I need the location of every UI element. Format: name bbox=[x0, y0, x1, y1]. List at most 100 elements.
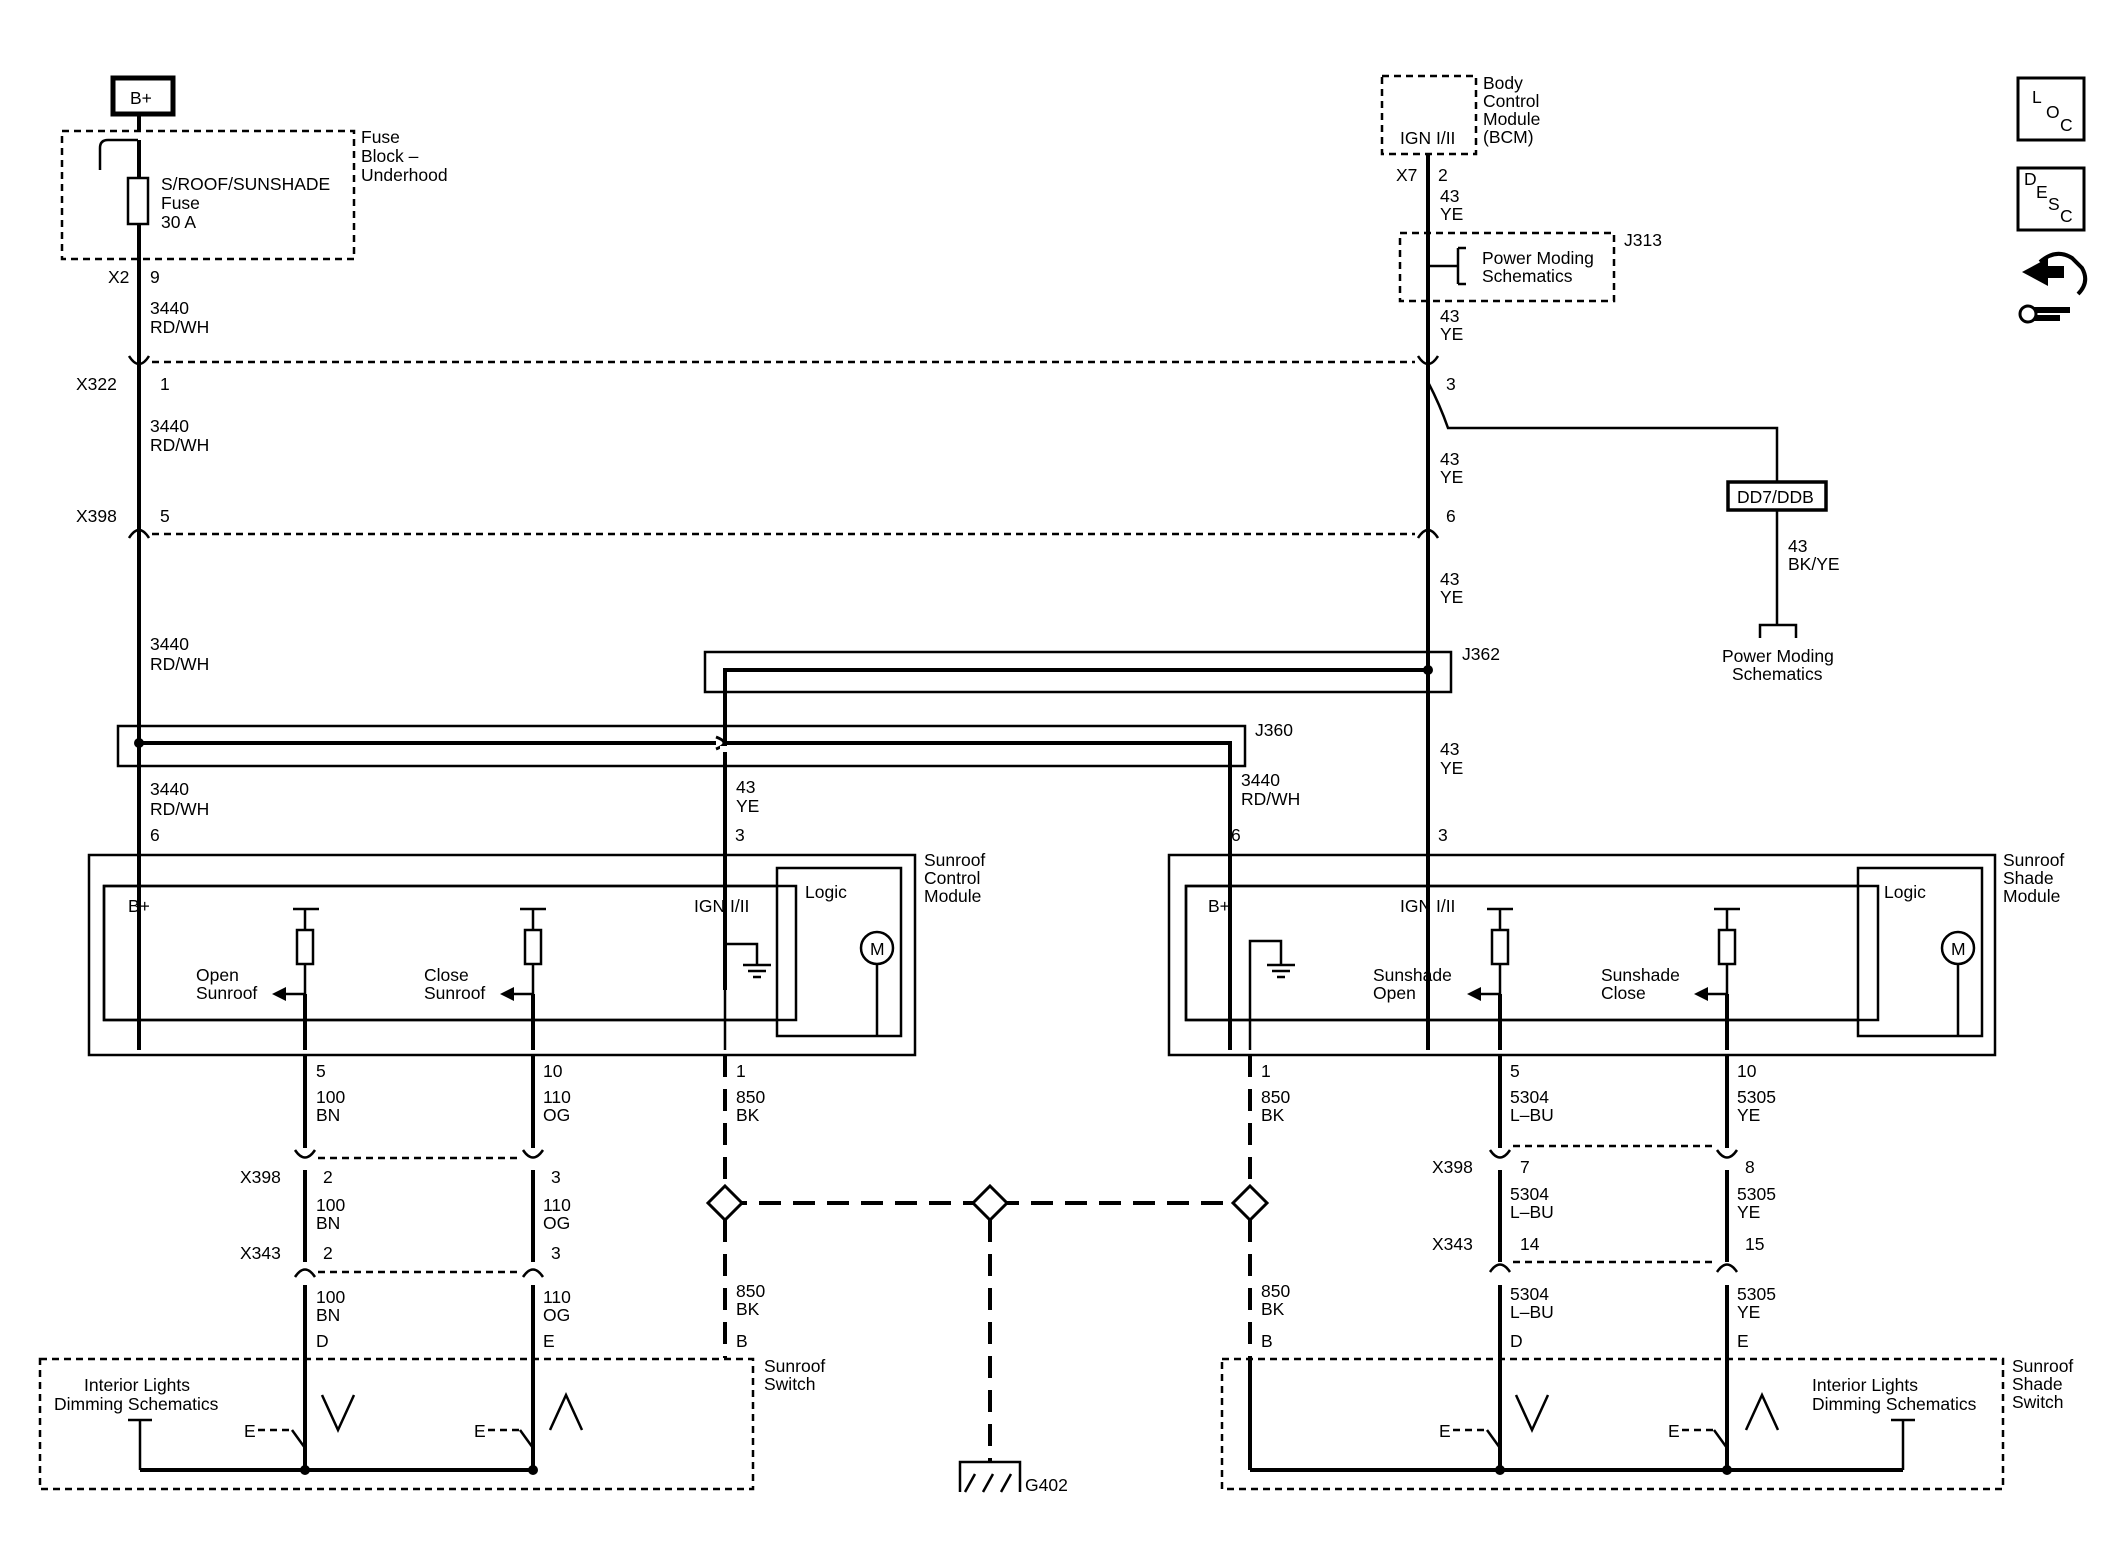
shade-motor-label: M bbox=[1951, 939, 1966, 959]
lower-wiring bbox=[303, 1055, 1729, 1470]
lower-wire-labels-right: 1 850 BK 850 BK B 5 5304 L–BU 5304 L–BU … bbox=[1261, 1061, 1776, 1351]
j313-text-2: Schematics bbox=[1482, 266, 1573, 286]
shade-module-name-1: Sunroof bbox=[2003, 850, 2064, 870]
og-a: OG bbox=[543, 1105, 570, 1125]
shade-switch-pin-b: B bbox=[1261, 1331, 1273, 1351]
wire-3440-a: 3440 bbox=[150, 298, 189, 318]
shade-module-name-3: Module bbox=[2003, 886, 2060, 906]
x398-left-pin-2: 3 bbox=[551, 1167, 561, 1187]
connector-tool-icon[interactable] bbox=[2018, 251, 2088, 324]
wire-labels-right: 43 YE 43 YE 43 YE 43 YE 43 YE bbox=[1440, 186, 1463, 778]
shade-switch-e-1: E bbox=[1439, 1421, 1451, 1441]
x398-pin-left: 5 bbox=[160, 506, 170, 526]
dim-left-1: Interior Lights bbox=[84, 1375, 190, 1395]
fuse-icon bbox=[126, 176, 150, 226]
shade-module-name-2: Shade bbox=[2003, 868, 2054, 888]
sunroof-switch-pin-d: D bbox=[316, 1331, 329, 1351]
loc-letter-2: O bbox=[2046, 102, 2060, 122]
shade-switch-name-1: Sunroof bbox=[2012, 1356, 2073, 1376]
w110-a: 110 bbox=[543, 1087, 571, 1107]
wire-3440-right: 3440 bbox=[1241, 770, 1280, 790]
w850-a: 850 bbox=[736, 1087, 765, 1107]
bcm-name-1: Body bbox=[1483, 73, 1523, 93]
loc-icon[interactable]: L O C bbox=[2016, 76, 2086, 142]
sunroof-control-module: Sunroof Control Module B+ IGN I/II Logic… bbox=[87, 850, 985, 1057]
w100-a: 100 bbox=[316, 1087, 345, 1107]
x322-pin-right: 3 bbox=[1446, 374, 1456, 394]
og-c: OG bbox=[543, 1305, 570, 1325]
w5304-c: 5304 bbox=[1510, 1284, 1549, 1304]
wire-3440-b: 3440 bbox=[150, 416, 189, 436]
w850-b: 850 bbox=[736, 1281, 765, 1301]
dd7-wire-2: BK/YE bbox=[1788, 554, 1840, 574]
shade-chevron-up-icon bbox=[1744, 1391, 1780, 1431]
fuse-block-name-2: Block – bbox=[361, 146, 419, 166]
bcm-signal: IGN I/II bbox=[1400, 128, 1455, 148]
shade-logic: Logic bbox=[1884, 882, 1926, 902]
sunroof-pin-gnd: 1 bbox=[736, 1061, 746, 1081]
shade-switch-pin-e: E bbox=[1737, 1331, 1749, 1351]
fuse-block-underhood: Fuse Block – Underhood S/ROOF/SUNSHADE F… bbox=[60, 127, 448, 287]
x398-left-pin-1: 2 bbox=[323, 1167, 333, 1187]
dd7-ddb-connector: DD7/DDB 43 BK/YE Power Moding Schematics bbox=[1722, 480, 1840, 684]
j360-label: J360 bbox=[1255, 720, 1293, 740]
sunshade-close-2: Close bbox=[1601, 983, 1646, 1003]
ground-g402: G402 bbox=[958, 1460, 1068, 1495]
sunroof-pin-b: 6 bbox=[150, 825, 160, 845]
fuse-conn-label: X2 bbox=[108, 267, 129, 287]
sunshade-open-1: Sunshade bbox=[1373, 965, 1452, 985]
x343-right-pin-1: 14 bbox=[1520, 1234, 1540, 1254]
wire-3440-d: 3440 bbox=[150, 779, 189, 799]
lbu-b: L–BU bbox=[1510, 1202, 1554, 1222]
wire-43-b: 43 bbox=[1440, 306, 1459, 326]
desc-letter-4: C bbox=[2060, 206, 2073, 226]
sunroof-logic: Logic bbox=[805, 882, 847, 902]
wire-43-left: 43 bbox=[736, 777, 755, 797]
fuse-block-name-1: Fuse bbox=[361, 127, 400, 147]
connector-x343-lower-right: X343 14 15 bbox=[1432, 1234, 1764, 1273]
lbu-c: L–BU bbox=[1510, 1302, 1554, 1322]
connector-x398-lower-right: X398 7 8 bbox=[1432, 1144, 1755, 1177]
lbu-a: L–BU bbox=[1510, 1105, 1554, 1125]
wires bbox=[137, 114, 1779, 1050]
connector-x398-lower-left: X398 2 3 bbox=[240, 1149, 561, 1187]
sunroof-shade-switch: Sunroof Shade Switch Interior Lights Dim… bbox=[1220, 1356, 2073, 1491]
dd7-wire-1: 43 bbox=[1788, 536, 1807, 556]
wire-rdwh-b: RD/WH bbox=[150, 435, 209, 455]
sunroof-switch-name-1: Sunroof bbox=[764, 1356, 825, 1376]
open-sunroof-2: Sunroof bbox=[196, 983, 257, 1003]
ye5305-b: YE bbox=[1737, 1202, 1760, 1222]
wire-ye-a: YE bbox=[1440, 204, 1463, 224]
w100-b: 100 bbox=[316, 1195, 345, 1215]
fuse-name: S/ROOF/SUNSHADE bbox=[161, 174, 330, 194]
x343-label-right: X343 bbox=[1432, 1234, 1473, 1254]
loc-letter-3: C bbox=[2060, 115, 2073, 135]
body-control-module: IGN I/II Body Control Module (BCM) X7 2 bbox=[1380, 73, 1540, 185]
bn-c: BN bbox=[316, 1305, 340, 1325]
wire-rdwh-d: RD/WH bbox=[150, 799, 209, 819]
w5305-b: 5305 bbox=[1737, 1184, 1776, 1204]
connector-x343-lower-left: X343 2 3 bbox=[240, 1243, 561, 1278]
x322-pin-left: 1 bbox=[160, 374, 170, 394]
w5305-a: 5305 bbox=[1737, 1087, 1776, 1107]
wire-rdwh-right: RD/WH bbox=[1241, 789, 1300, 809]
wire-ye-c: YE bbox=[1440, 467, 1463, 487]
desc-icon[interactable]: D E S C bbox=[2016, 166, 2086, 232]
shade-pin-ign: 3 bbox=[1438, 825, 1448, 845]
wire-rdwh-c: RD/WH bbox=[150, 654, 209, 674]
shade-pin-b: 6 bbox=[1231, 825, 1241, 845]
bk-a: BK bbox=[736, 1105, 760, 1125]
w110-b: 110 bbox=[543, 1195, 571, 1215]
bcm-name-3: Module bbox=[1483, 109, 1540, 129]
wire-ye-left: YE bbox=[736, 796, 759, 816]
shade-switch-e-2: E bbox=[1668, 1421, 1680, 1441]
x322-label: X322 bbox=[76, 374, 117, 394]
sunroof-module-name-3: Module bbox=[924, 886, 981, 906]
wire-43-a: 43 bbox=[1440, 186, 1459, 206]
shade-pin-close: 10 bbox=[1737, 1061, 1757, 1081]
dim-right-1: Interior Lights bbox=[1812, 1375, 1918, 1395]
dd7-dest-2: Schematics bbox=[1732, 664, 1823, 684]
sunshade-open-2: Open bbox=[1373, 983, 1416, 1003]
g402-label: G402 bbox=[1025, 1475, 1068, 1495]
sunroof-module-name-1: Sunroof bbox=[924, 850, 985, 870]
